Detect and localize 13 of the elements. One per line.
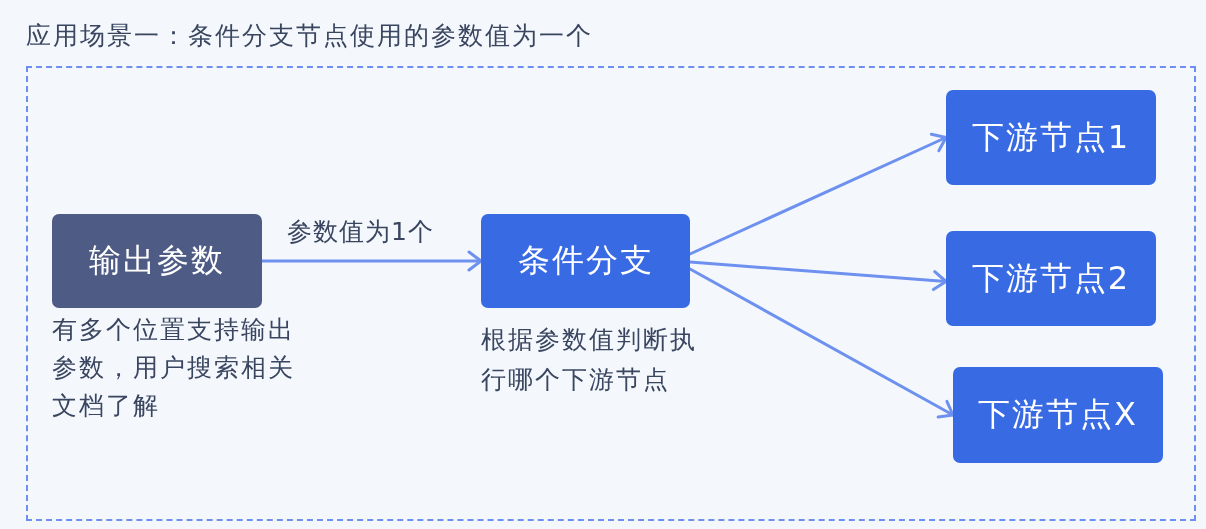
- arrow: [688, 260, 948, 292]
- process-box: 下游节点X: [953, 367, 1163, 463]
- title: 应用场景一：条件分支节点使用的参数值为一个: [26, 20, 593, 52]
- note-text: 根据参数值判断执行哪个下游节点: [481, 324, 698, 396]
- note-text: 有多个位置支持输出参数，用户搜索相关文档了解: [52, 314, 296, 422]
- process-box: 输出参数: [52, 214, 262, 308]
- process-box: 下游节点1: [946, 90, 1156, 185]
- arrow: [688, 132, 948, 256]
- dashed-frame: [26, 66, 1196, 521]
- process-box: 条件分支: [481, 214, 690, 308]
- arrow: [260, 250, 483, 272]
- process-box: 下游节点2: [946, 231, 1156, 326]
- arrow: [688, 267, 955, 419]
